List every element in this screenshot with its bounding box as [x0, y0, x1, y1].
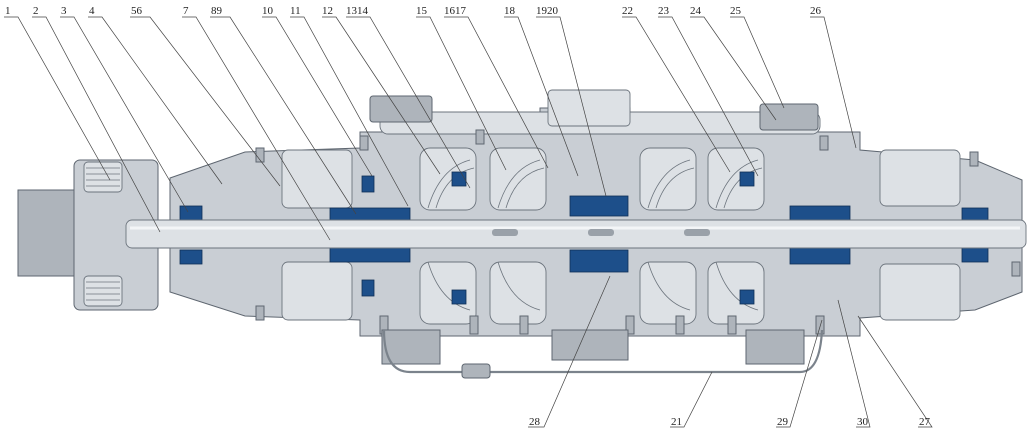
callout-1: 1	[5, 5, 11, 17]
callout-29: 29	[777, 416, 789, 428]
casing-bolts	[255, 129, 1021, 335]
shaft-keyways	[492, 229, 710, 236]
callout-labels-top: 1 2 3 4 56 7 89 10 11 12 1314 15 1617 18…	[5, 5, 822, 17]
stage-chambers	[281, 147, 961, 325]
callout-18: 18	[504, 5, 516, 17]
callout-27: 27	[919, 416, 931, 428]
callout-56: 56	[131, 5, 143, 17]
center-outlet	[547, 89, 631, 127]
leader-lines-bottom	[528, 275, 933, 428]
callout-1617: 1617	[444, 5, 467, 17]
leader-lines-top	[4, 16, 857, 241]
callout-11: 11	[290, 5, 301, 17]
callout-3: 3	[61, 5, 67, 17]
callout-30: 30	[857, 416, 869, 428]
callout-4: 4	[89, 5, 95, 17]
upper-flange-right	[759, 103, 819, 131]
callout-15: 15	[416, 5, 428, 17]
coupling-bolts-top	[83, 161, 123, 193]
seal-packing	[179, 171, 989, 305]
callout-89: 89	[211, 5, 223, 17]
balance-pipe-fitting	[461, 363, 491, 379]
callout-21: 21	[671, 416, 682, 428]
callout-25: 25	[730, 5, 742, 17]
foot-center	[551, 329, 629, 361]
foot-right	[745, 329, 805, 365]
callout-28: 28	[529, 416, 541, 428]
balance-pipe	[382, 329, 824, 374]
callout-1314: 1314	[346, 5, 369, 17]
callout-22: 22	[622, 5, 633, 17]
callout-26: 26	[810, 5, 822, 17]
pump-drawing	[17, 89, 1027, 379]
foot-left	[381, 329, 441, 365]
callout-23: 23	[658, 5, 670, 17]
main-shaft	[125, 219, 1027, 249]
callout-10: 10	[262, 5, 274, 17]
callout-12: 12	[322, 5, 333, 17]
callout-1920: 1920	[536, 5, 559, 17]
callout-24: 24	[690, 5, 702, 17]
callout-7: 7	[183, 5, 189, 17]
callout-2: 2	[33, 5, 39, 17]
coupling-bolts-bottom	[83, 275, 123, 307]
upper-flange-left	[369, 95, 433, 123]
callout-labels-bottom: 28 21 29 30 27	[529, 416, 931, 428]
impeller-vanes	[427, 159, 763, 311]
